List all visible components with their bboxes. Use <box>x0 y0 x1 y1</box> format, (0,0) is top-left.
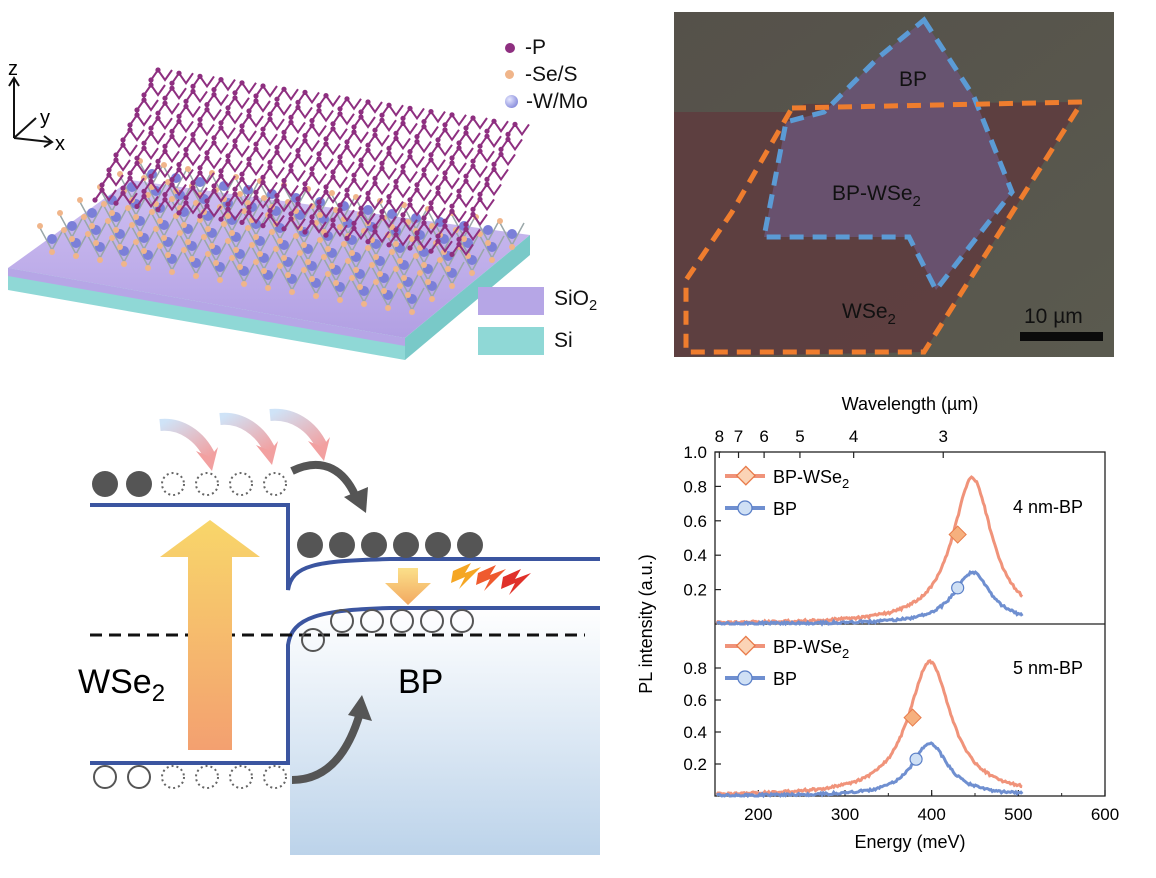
x-tick-label: 600 <box>1091 805 1119 824</box>
legend-label: BP <box>773 669 797 689</box>
si-swatch <box>478 327 544 355</box>
legend-marker-diamond <box>735 635 756 656</box>
legend-marker-circle <box>737 500 753 516</box>
se-s-atom-icon <box>505 70 514 79</box>
x-tick-label: 200 <box>744 805 772 824</box>
y-tick-label-bottom: 0.4 <box>683 723 707 742</box>
band-edges <box>90 503 600 765</box>
series-marker-circle <box>951 581 965 595</box>
axis-x-label: x <box>55 133 65 155</box>
bp-outline <box>760 16 1015 295</box>
panel-a-structure: z y x -P -Se/S -W/Mo <box>0 0 640 375</box>
top-tick-label: 6 <box>759 427 768 446</box>
atom-legend: -P -Se/S -W/Mo <box>505 34 588 115</box>
series-marker-diamond <box>948 525 967 544</box>
x-axis-label: Energy (meV) <box>854 832 965 852</box>
y-tick-label-top: 0.8 <box>683 477 707 496</box>
panel-c-band-diagram: WSe2 BP <box>60 395 600 855</box>
legend-label-se-s: -Se/S <box>525 62 578 86</box>
legend-item-se-s: -Se/S <box>505 61 588 88</box>
series-line <box>716 569 1024 627</box>
label-wse2: WSe2 <box>842 300 896 328</box>
coordinate-axes <box>8 76 54 148</box>
excitation-arrow <box>160 520 260 750</box>
x-tick-label: 500 <box>1004 805 1032 824</box>
bp-layers <box>92 67 530 257</box>
series-line <box>715 659 1023 797</box>
top-tick-label: 7 <box>734 427 743 446</box>
label-bp-band: BP <box>398 663 443 701</box>
top-tick-label: 4 <box>849 427 858 446</box>
bp-shaded-region <box>290 608 600 855</box>
top-tick-label: 5 <box>795 427 804 446</box>
sio2-swatch <box>478 287 544 315</box>
top-tick-label: 8 <box>715 427 724 446</box>
wse2-outline <box>683 99 1087 355</box>
scale-bar <box>1020 332 1103 341</box>
recombination-arrow <box>385 568 431 605</box>
legend-item-sio2: SiO2 <box>478 283 597 319</box>
label-bp: BP <box>899 68 927 91</box>
w-mo-atom-icon <box>505 95 518 108</box>
y-axis-label: PL intensity (a.u.) <box>636 554 656 693</box>
micrograph-image: BP BP-WSe2 WSe2 10 µm <box>674 12 1114 357</box>
legend-marker-circle <box>737 670 753 686</box>
legend-label-w-mo: -W/Mo <box>526 89 588 113</box>
subplot-annotation: 5 nm-BP <box>1013 658 1083 678</box>
legend-label-si: Si <box>554 329 573 352</box>
series-marker-circle <box>909 752 923 766</box>
band-diagram: WSe2 BP <box>78 408 600 855</box>
scale-bar-label: 10 µm <box>1024 305 1083 328</box>
incident-light-arrows <box>159 408 330 471</box>
series-line <box>715 475 1024 626</box>
legend-marker-diamond <box>735 465 756 486</box>
x-tick-label: 300 <box>831 805 859 824</box>
substrate-legend: SiO2 Si <box>478 283 597 359</box>
legend-label-p: -P <box>525 35 546 59</box>
legend-label: BP <box>773 499 797 519</box>
legend-label: BP-WSe2 <box>773 637 849 661</box>
carriers <box>92 471 483 789</box>
p-atom-icon <box>505 42 515 53</box>
legend-item-p: -P <box>505 34 588 61</box>
y-tick-label-bottom: 0.8 <box>683 659 707 678</box>
legend-label: BP-WSe2 <box>773 467 849 491</box>
y-tick-label-bottom: 0.6 <box>683 691 707 710</box>
y-tick-label-bottom: 0.2 <box>683 755 707 774</box>
label-bp-wse2: BP-WSe2 <box>832 182 921 210</box>
series-marker-diamond <box>903 708 922 727</box>
series-line <box>716 741 1024 799</box>
emission-lightning-icons <box>451 563 531 595</box>
legend-label-sio2: SiO2 <box>554 287 598 315</box>
y-tick-label-top: 0.2 <box>683 581 707 600</box>
top-tick-label: 3 <box>938 427 947 446</box>
y-tick-label-top: 0.6 <box>683 512 707 531</box>
bp-region <box>764 20 1012 290</box>
y-tick-label-top: 1.0 <box>683 443 707 462</box>
label-wse2-band: WSe2 <box>78 663 165 707</box>
legend-item-w-mo: -W/Mo <box>505 88 588 115</box>
axis-z-label: z <box>8 58 18 80</box>
hole-transfer-arrow <box>291 711 364 784</box>
electron-transfer-arrow <box>290 460 359 497</box>
axis-y-label: y <box>40 107 50 129</box>
legend-item-si: Si <box>478 323 597 359</box>
panel-b-micrograph: BP BP-WSe2 WSe2 10 µm <box>674 12 1114 357</box>
top-axis-label: Wavelength (µm) <box>842 394 979 414</box>
y-tick-label-top: 0.4 <box>683 546 707 565</box>
subplot-annotation: 4 nm-BP <box>1013 497 1083 517</box>
x-tick-label: 400 <box>917 805 945 824</box>
structure-illustration: z y x <box>8 58 530 360</box>
